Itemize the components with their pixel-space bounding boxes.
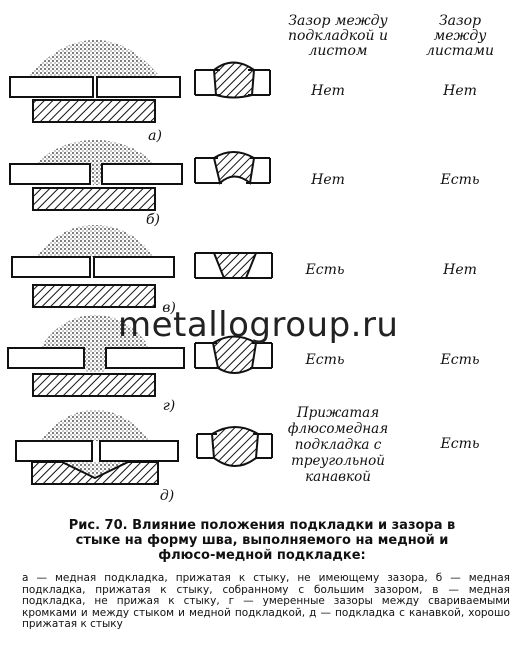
row-label-c: в)	[162, 300, 176, 316]
cell-d-gap-sheets: Есть	[440, 352, 480, 368]
row-label-e: д)	[159, 488, 175, 504]
diagram-row-c	[11, 225, 273, 308]
weld-section-e	[196, 426, 273, 467]
cell-a-gap-sheets: Нет	[443, 83, 477, 99]
diagram-row-a	[9, 40, 271, 123]
diagram-row-d	[7, 315, 273, 397]
diagram-row-b	[9, 140, 271, 211]
weld-diagrams	[7, 40, 273, 485]
row-label-b: б)	[145, 212, 160, 228]
row-label-a: а)	[148, 128, 162, 144]
cell-b-gap-sheets: Есть	[440, 172, 480, 188]
weld-section-b	[194, 151, 271, 185]
cell-e-gap-plate-sheet: Прижатая флюсомедная подкладка с треугол…	[287, 405, 389, 485]
watermark: metallogroup.ru	[118, 305, 399, 345]
figure-legend: а — медная подкладка, прижатая к стыку, …	[22, 572, 510, 630]
cell-c-gap-sheets: Нет	[443, 262, 477, 278]
row-label-d: г)	[162, 398, 176, 414]
cell-b-gap-plate-sheet: Нет	[311, 172, 345, 188]
weld-section-d	[194, 335, 273, 374]
cell-d-gap-plate-sheet: Есть	[305, 352, 345, 368]
diagram-row-e	[15, 410, 273, 485]
weld-section-c	[194, 252, 273, 279]
figure-caption: Рис. 70. Влияние положения подкладки и з…	[68, 518, 456, 563]
cell-c-gap-plate-sheet: Есть	[305, 262, 345, 278]
column-header-gap-sheets: Зазор между листами	[425, 13, 495, 59]
cell-a-gap-plate-sheet: Нет	[311, 83, 345, 99]
column-header-gap-plate-sheet: Зазор между подкладкой и листом	[287, 13, 389, 59]
cell-e-gap-sheets: Есть	[440, 436, 480, 452]
weld-section-a	[194, 61, 271, 99]
